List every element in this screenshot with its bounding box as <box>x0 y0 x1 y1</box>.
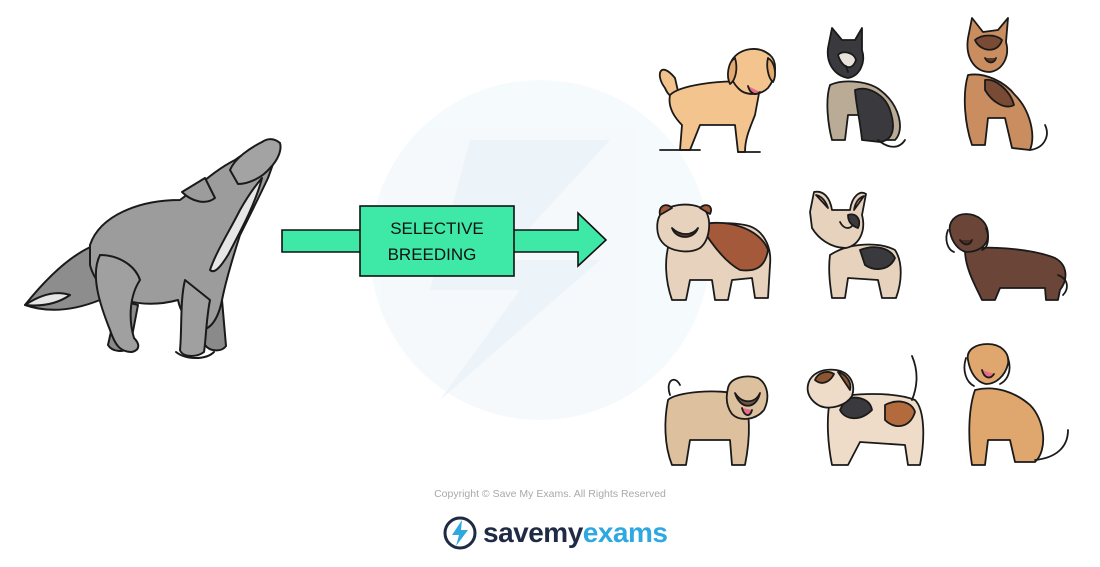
logo-wordmark: savemyexams <box>483 517 668 549</box>
arrow-shaft-left <box>281 229 363 253</box>
howling-wolf-icon <box>24 138 282 359</box>
beagle-icon <box>806 355 925 466</box>
save-my-exams-logo[interactable]: savemyexams <box>443 513 668 553</box>
process-box-line2: BREEDING <box>388 245 477 264</box>
lightning-bolt-logo-icon <box>443 516 477 550</box>
process-box-line1: SELECTIVE <box>390 219 484 238</box>
logo-word-exams: exams <box>582 517 668 548</box>
german-shepherd-icon <box>963 17 1048 151</box>
selective-breeding-arrow: SELECTIVE BREEDING <box>281 205 608 277</box>
bulldog-icon <box>656 203 772 301</box>
pug-icon <box>664 375 769 466</box>
dachshund-icon <box>945 213 1068 301</box>
process-box <box>359 205 515 277</box>
french-bulldog-icon <box>809 190 902 299</box>
copyright-notice: Copyright © Save My Exams. All Rights Re… <box>434 488 666 500</box>
golden-retriever-icon <box>658 48 776 153</box>
retriever-sitting-icon <box>963 343 1069 466</box>
husky-icon <box>826 27 906 148</box>
logo-word-my: my <box>543 517 583 548</box>
logo-word-save: save <box>483 517 544 548</box>
arrow-shaft-right <box>511 211 608 268</box>
